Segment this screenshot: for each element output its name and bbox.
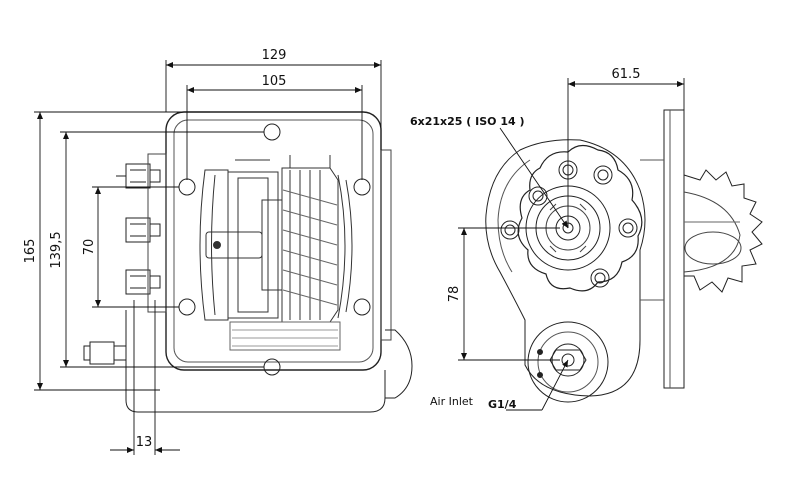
mounting-hole-right-lower [353,298,371,316]
dim-text-105: 105 [262,74,287,89]
housing-outline [485,139,646,397]
flange-edge [147,153,167,313]
flange-hole-top-right [593,165,613,185]
mounting-flange-plate [663,109,685,389]
dim-text-13: 13 [136,435,153,450]
shaft-spec-label: 6x21x25 ( ISO 14 ) [410,115,525,128]
air-inlet-leader [541,359,569,411]
cylinder-cap [385,329,413,399]
lower-housing [125,310,386,413]
front-view [485,109,763,403]
dim-text-129: 129 [262,48,287,63]
flange-hole-bottom [590,268,610,288]
flange-hole-far-left [500,220,520,240]
air-cylinder-cap [527,321,609,403]
bolt-lower [125,269,161,295]
side-view [83,111,413,413]
flange-edge-right [380,149,392,341]
mounting-hole-top [263,123,281,141]
side-view-dimensions [34,60,382,455]
mounting-hole-left-lower [178,298,196,316]
front-view-dimensions [458,78,685,411]
side-gear [683,169,763,293]
bolt-middle [125,217,161,243]
flange-plate [165,111,382,371]
mounting-hole-bottom [263,358,281,376]
dim-text-61-5: 61.5 [612,67,641,82]
port-thread-label: G1/4 [488,398,517,411]
dim-text-78: 78 [447,286,462,303]
dim-text-70: 70 [82,239,97,256]
dim-text-139-5: 139,5 [49,231,64,268]
flange-inner [173,119,374,363]
flange-hole-left [528,186,548,206]
air-fitting-side [89,341,115,365]
dim-text-165: 165 [23,239,38,264]
shaft-key [213,241,221,249]
shaft-spec-leader [499,127,569,229]
lobed-flange [517,144,643,292]
air-inlet-label: Air Inlet [430,395,474,408]
bolt-upper [116,163,161,189]
mounting-hole-right-upper [353,178,371,196]
gear-assembly [199,155,353,351]
mounting-hole-left-upper [178,178,196,196]
flange-hole-right [618,218,638,238]
